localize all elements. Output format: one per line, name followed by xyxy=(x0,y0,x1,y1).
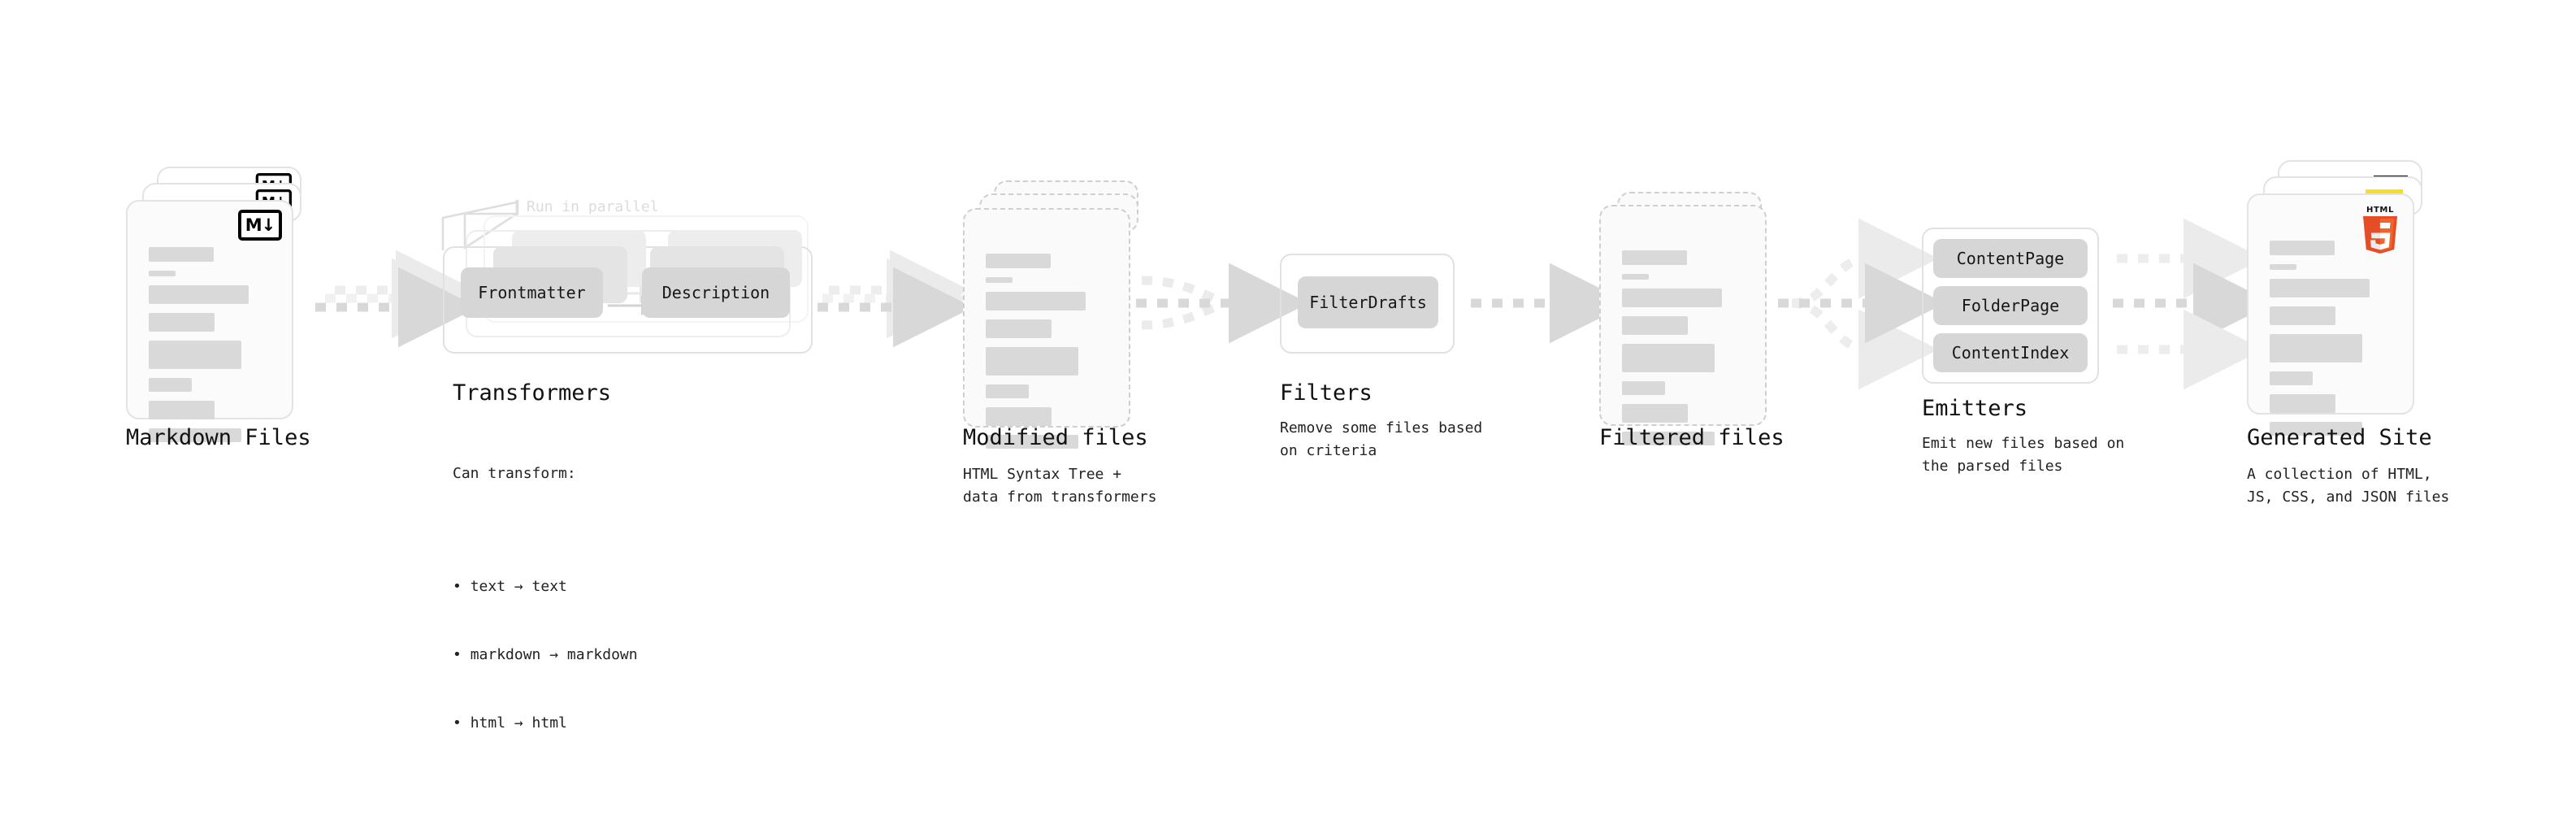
transformer-pill-description-label: Description xyxy=(661,283,770,302)
filtered-card-front xyxy=(1599,205,1767,445)
file-content-placeholder xyxy=(986,237,1108,458)
file-content-placeholder xyxy=(2270,223,2392,445)
conn-markdown-to-transformers xyxy=(315,250,479,348)
stage-title-generated-site: Generated Site xyxy=(2247,425,2432,450)
conn-filtered-to-emitters xyxy=(1778,218,1945,390)
run-in-parallel-label: Run in parallel xyxy=(527,198,659,215)
emitter-pill-contentindex-label: ContentIndex xyxy=(1951,343,2070,363)
emitter-pill-contentindex[interactable]: ContentIndex xyxy=(1933,333,2088,372)
markdown-icon: M↓ xyxy=(238,210,282,241)
modified-card-front xyxy=(963,208,1130,449)
html5-icon: HTML xyxy=(2359,203,2401,254)
generated-site-description: A collection of HTML, JS, CSS, and JSON … xyxy=(2247,466,2450,506)
stage-title-transformers: Transformers xyxy=(453,380,612,406)
emitter-pill-folderpage-label: FolderPage xyxy=(1961,296,2060,315)
filter-pill-filterdrafts-label: FilterDrafts xyxy=(1309,293,1427,312)
conn-transformers-to-modified xyxy=(817,250,974,348)
emitter-pill-contentpage-label: ContentPage xyxy=(1956,249,2065,268)
stage-title-emitters: Emitters xyxy=(1922,396,2028,421)
filters-group-front xyxy=(1280,254,1455,354)
file-content-placeholder xyxy=(149,229,271,451)
transformers-description: Can transform: • text → text • markdown … xyxy=(453,417,638,825)
stage-title-modified-files: Modified files xyxy=(963,425,1148,450)
transformers-bullet-list: • text → text • markdown → markdown • ht… xyxy=(453,530,638,779)
transformers-bullet-1-label: markdown → markdown xyxy=(470,645,638,663)
pipeline-diagram: M↓ M↓ M↓ Markdown Files Run xyxy=(126,160,2450,732)
emitters-description: Emit new files based on the parsed files xyxy=(1922,435,2125,475)
stage-title-markdown-files: Markdown Files xyxy=(126,425,311,450)
transformer-pill-description[interactable]: Description xyxy=(642,267,790,318)
emitter-pill-contentpage[interactable]: ContentPage xyxy=(1933,239,2088,278)
transformers-description-lead: Can transform: xyxy=(453,464,576,482)
transformer-pill-frontmatter-label: Frontmatter xyxy=(478,283,586,302)
generated-card-front: HTML xyxy=(2247,193,2414,436)
stage-title-filters: Filters xyxy=(1280,380,1373,406)
transformers-bullet-0-label: text → text xyxy=(470,578,567,596)
emitters-group-front xyxy=(1922,228,2099,384)
transformers-bullet-2: • html → html xyxy=(453,714,567,732)
svg-text:HTML: HTML xyxy=(2366,206,2394,215)
stage-title-filtered-files: Filtered files xyxy=(1599,425,1785,450)
emitter-pill-folderpage[interactable]: FolderPage xyxy=(1933,286,2088,325)
transformers-bullet-2-label: html → html xyxy=(470,714,567,732)
file-content-placeholder xyxy=(1622,234,1744,454)
filters-description: Remove some files based on criteria xyxy=(1280,419,1483,459)
modified-files-description: HTML Syntax Tree + data from transformer… xyxy=(963,466,1157,506)
transformers-bullet-0: • text → text xyxy=(453,578,567,596)
filter-pill-filterdrafts[interactable]: FilterDrafts xyxy=(1298,276,1438,328)
conn-modified-to-filters xyxy=(1136,263,1309,344)
transformers-bullet-1: • markdown → markdown xyxy=(453,645,638,663)
conn-emitters-to-site xyxy=(2113,218,2274,390)
markdown-card-front: M↓ xyxy=(126,200,293,442)
transformer-pill-frontmatter[interactable]: Frontmatter xyxy=(461,267,603,318)
